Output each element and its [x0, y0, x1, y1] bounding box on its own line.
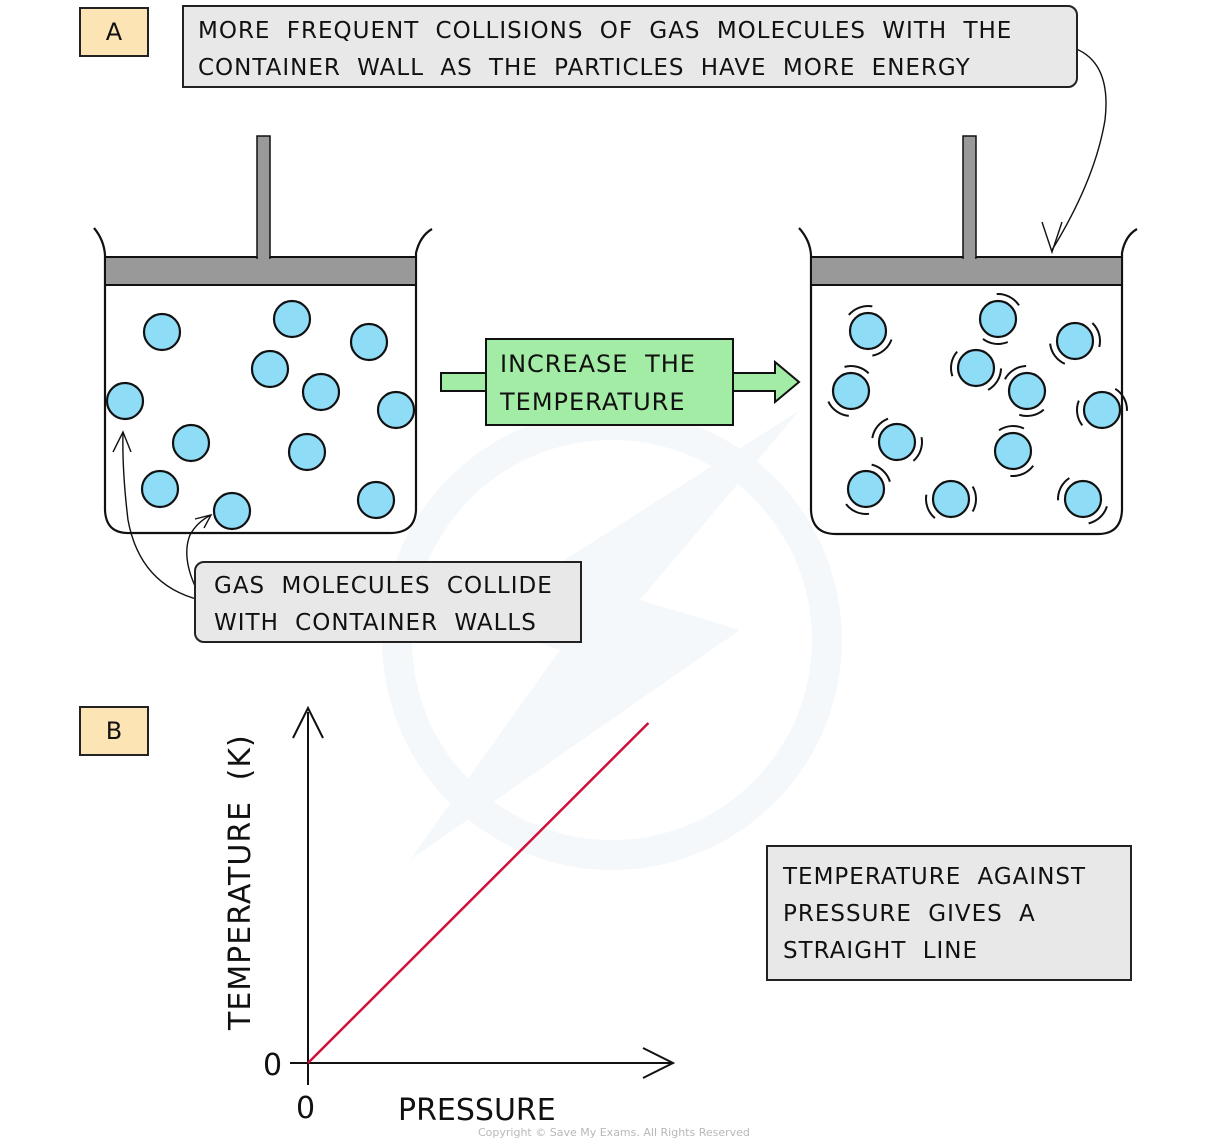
gas-molecule — [846, 469, 886, 509]
gas-molecule — [349, 322, 389, 362]
vibration-mark — [912, 437, 923, 462]
vibration-mark — [925, 494, 936, 519]
gas-molecule — [105, 381, 145, 421]
vibration-mark — [871, 463, 891, 483]
vibration-mark — [1088, 505, 1108, 525]
vibration-mark — [998, 425, 1025, 432]
vibration-mark — [1114, 387, 1128, 411]
gas-molecule — [978, 299, 1018, 339]
molecules-group — [827, 293, 1128, 525]
gas-molecule — [877, 422, 917, 462]
vibration-mark — [827, 401, 849, 417]
gas-molecule — [1055, 321, 1095, 361]
gas-molecule — [1063, 479, 1103, 519]
y-axis-arrowhead — [292, 705, 324, 739]
container-wall — [798, 227, 1138, 536]
gas-molecule — [993, 431, 1033, 471]
process-box — [485, 338, 734, 426]
gas-molecule — [931, 479, 971, 519]
gas-molecule — [272, 299, 312, 339]
vibration-mark — [1004, 365, 1027, 380]
y-axis-label: TEMPERATURE (K) — [223, 734, 258, 1031]
gas-molecule — [287, 432, 327, 472]
vibration-mark — [950, 350, 958, 377]
gas-molecule — [142, 312, 182, 352]
piston — [810, 135, 1123, 286]
vibration-mark — [1018, 408, 1045, 417]
vibration-mark — [871, 417, 889, 439]
series-line-temperature-vs-pressure — [307, 722, 650, 1064]
vibration-mark — [1076, 400, 1084, 427]
vibration-mark — [872, 339, 893, 357]
gas-molecule — [831, 371, 871, 411]
container-after — [798, 135, 1138, 536]
x-axis-arrowhead — [642, 1047, 676, 1079]
gas-molecule — [356, 480, 396, 520]
vibration-mark — [845, 503, 870, 515]
copyright-footer: Copyright © Save My Exams. All Rights Re… — [478, 1126, 750, 1139]
x-axis-label: PRESSURE — [398, 1093, 556, 1128]
panel-b-label: B — [79, 706, 149, 756]
y-tick-label: 0 — [263, 1048, 282, 1083]
temperature-pressure-graph: TEMPERATURE (K) PRESSURE 0 0 — [223, 705, 676, 1128]
gas-molecule — [956, 348, 996, 388]
gas-molecule — [1082, 390, 1122, 430]
leader-lines — [112, 42, 1107, 605]
bottom-callout: GAS MOLECULES COLLIDE WITH CONTAINER WAL… — [194, 561, 582, 643]
graph-note: TEMPERATURE AGAINST PRESSURE GIVES A STR… — [766, 845, 1132, 981]
vibration-mark — [844, 365, 870, 375]
vibration-mark — [982, 338, 1009, 345]
vibration-mark — [1057, 477, 1070, 501]
gas-molecule — [848, 311, 888, 351]
panel-a-label: A — [79, 7, 149, 57]
container-before — [93, 135, 433, 535]
gas-molecule — [1007, 371, 1047, 411]
gas-molecule — [140, 469, 180, 509]
vibration-mark — [1049, 343, 1066, 365]
container-wall — [93, 227, 433, 535]
x-tick-label: 0 — [296, 1091, 315, 1126]
gas-molecule — [301, 372, 341, 412]
gas-molecule — [171, 423, 211, 463]
vibration-mark — [1091, 322, 1101, 348]
vibration-mark — [1010, 465, 1035, 477]
vibration-mark — [987, 368, 1002, 391]
gas-molecule — [376, 390, 416, 430]
vibration-mark — [971, 486, 977, 512]
molecules-group — [105, 299, 416, 531]
piston — [104, 135, 417, 286]
vibration-mark — [848, 305, 873, 316]
top-callout: MORE FREQUENT COLLISIONS OF GAS MOLECULE… — [182, 5, 1078, 88]
gas-molecule — [212, 491, 252, 531]
process-arrow — [440, 338, 801, 426]
vibration-mark — [996, 293, 1020, 306]
process-label: INCREASE THE TEMPERATURE — [500, 350, 696, 416]
gas-molecule — [250, 349, 290, 389]
